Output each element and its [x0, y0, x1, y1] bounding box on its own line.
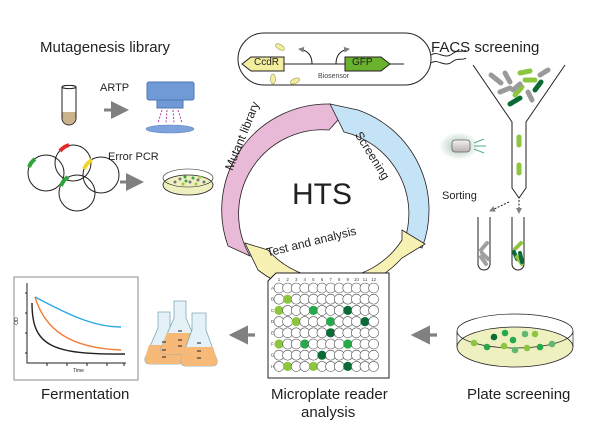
plate-column-label: 11 [363, 277, 368, 282]
error-pcr-label: Error PCR [108, 151, 159, 163]
petri-dish-icon [456, 313, 574, 368]
plate-column-label: 10 [354, 277, 360, 282]
plate-well [273, 293, 285, 305]
artp-plasma-device-icon [145, 81, 195, 134]
series-line-orange [34, 296, 122, 351]
plate-well-hit [360, 317, 370, 327]
plate-column-label: 2 [286, 277, 289, 282]
plate-row-label: B [271, 297, 274, 302]
cycle-segment-screening [329, 103, 430, 249]
plate-column-label: 1 [278, 277, 281, 282]
plate-well-hit [308, 305, 318, 315]
plate-well-hit [308, 361, 318, 371]
mutagenesis-library-title: Mutagenesis library [40, 39, 171, 56]
collection-tube-selected-icon [511, 217, 525, 271]
plate-well [333, 338, 345, 350]
plate-screening-title: Plate screening [467, 386, 571, 403]
plate-well [316, 327, 328, 339]
fermentation-flasks-icon [144, 300, 218, 367]
plate-well [333, 361, 345, 372]
biosensor-label: Biosensor [318, 73, 350, 80]
plate-well-hit [274, 305, 284, 315]
plate-column-label: 8 [338, 277, 341, 282]
hts-center-label: HTS [292, 178, 352, 211]
plate-well-hit [326, 317, 336, 327]
plate-well [368, 282, 379, 294]
plate-column-label: 7 [329, 277, 332, 282]
series-line-black [31, 302, 126, 355]
plate-well [273, 361, 285, 372]
cycle-segment-mutant-library [221, 103, 348, 257]
plate-well [316, 316, 328, 327]
collection-tube-rejected-icon [477, 217, 491, 271]
plate-column-label: 4 [304, 277, 307, 282]
laser-icon [439, 132, 486, 160]
plate-well-hit [283, 294, 293, 304]
plate-well-hit [317, 350, 327, 360]
plate-well [368, 338, 379, 350]
facs-funnel-icon [472, 64, 566, 199]
biosensor-cell-icon [237, 32, 467, 86]
plate-well [299, 361, 311, 372]
plate-row-label: H [271, 364, 274, 369]
od-time-chart [13, 276, 139, 381]
plate-well [333, 305, 345, 316]
culture-tube-icon [61, 84, 77, 126]
plate-well [282, 316, 293, 327]
gene-ccdr-label: CcdR [254, 57, 280, 68]
plate-well [368, 349, 379, 361]
plate-well-hit [291, 317, 301, 327]
plate-well [308, 349, 319, 361]
plate-well [351, 316, 362, 327]
plate-row-label: D [271, 319, 275, 324]
plate-column-label: 5 [312, 277, 315, 282]
plate-well-hit [343, 305, 353, 315]
plate-well-hit [274, 339, 284, 349]
plate-column-label: 6 [321, 277, 324, 282]
sorting-label: Sorting [442, 190, 477, 202]
chart-x-axis-label: Time [73, 368, 84, 374]
plate-row-label: A [271, 286, 274, 291]
plate-column-label: 3 [295, 277, 298, 282]
plate-column-label: 9 [347, 277, 350, 282]
fermentation-title: Fermentation [41, 386, 130, 403]
petri-dish-small-icon [162, 168, 214, 196]
chart-y-axis-label: OD [13, 317, 20, 325]
plate-row-label: G [271, 353, 275, 358]
plate-row-label: C [271, 308, 275, 313]
plate-well [368, 327, 379, 339]
microplate-title-line2: analysis [301, 404, 356, 421]
series-line-blue [34, 296, 122, 328]
plate-well [368, 361, 379, 372]
plate-well [368, 305, 379, 316]
plate-column-label: 12 [371, 277, 377, 282]
plate-well [368, 316, 379, 327]
plate-well [299, 305, 311, 316]
plate-well [368, 293, 379, 305]
plate-well-hit [300, 339, 310, 349]
plate-well-hit [343, 361, 353, 371]
sort-arrow-icon [489, 201, 510, 212]
gene-gfp-label: GFP [352, 57, 373, 68]
plate-well-hit [343, 339, 353, 349]
plate-well-hit [326, 328, 336, 338]
plate-well [290, 338, 302, 350]
plasmid-icons [27, 144, 120, 212]
artp-label: ARTP [100, 82, 130, 94]
plate-row-label: F [271, 342, 274, 347]
plate-well-hit [283, 361, 293, 371]
facs-screening-title: FACS screening [431, 39, 540, 56]
plate-row-label: E [271, 330, 274, 335]
microplate-title-line1: Microplate reader [271, 386, 388, 403]
